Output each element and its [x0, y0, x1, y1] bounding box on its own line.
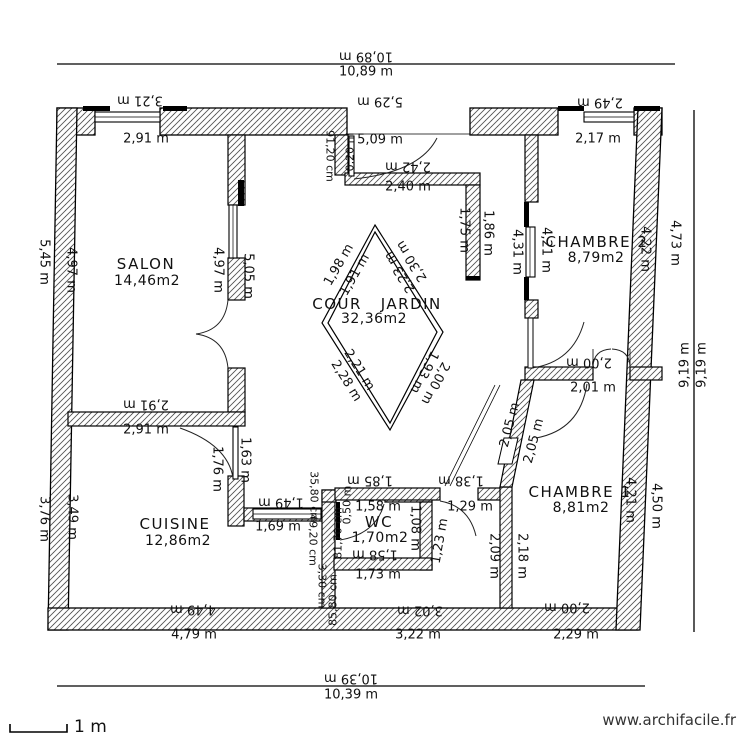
diagonal-window — [497, 437, 519, 465]
opening-edges — [346, 108, 631, 487]
scale-bar-label: 1 m — [74, 717, 107, 737]
cour-jardin-outline — [321, 223, 444, 432]
window-end-marks — [83, 106, 660, 540]
dimension-lines — [57, 63, 695, 687]
window-midlines — [95, 116, 634, 515]
inner-walls — [67, 134, 663, 609]
archifacile-watermark: www.archifacile.fr — [602, 711, 736, 729]
scale-bar — [9, 724, 68, 733]
door-arcs — [179, 137, 631, 541]
door-leaf-chambre2 — [527, 317, 534, 369]
